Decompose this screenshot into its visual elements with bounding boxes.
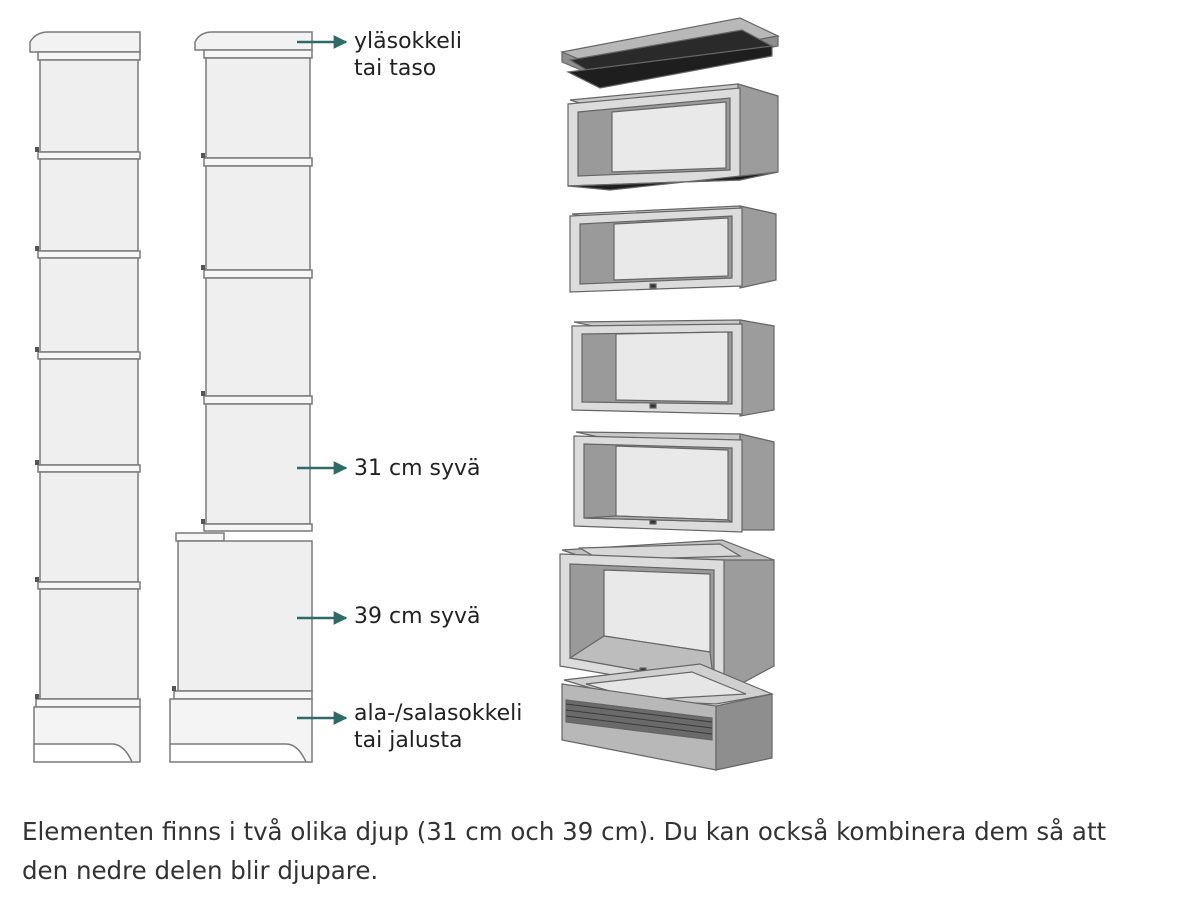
label-bottom-plinth-line2: tai jalusta <box>354 728 463 753</box>
module-box-31cm-1 <box>567 83 779 191</box>
module-box-31cm-2 <box>569 205 777 293</box>
caption-line-2: den nedre delen blir djupare. <box>22 856 379 885</box>
label-depth-31: 31 cm syvä <box>354 455 481 482</box>
top-plinth-3d <box>559 17 780 89</box>
elevation-31cm <box>29 31 141 763</box>
caption: Elementen finns i två olika djup (31 cm … <box>22 812 1192 890</box>
module-box-31cm-3 <box>571 319 775 417</box>
arrow-right-icon <box>297 35 348 725</box>
caption-line-1: Elementen finns i två olika djup (31 cm … <box>22 817 1107 846</box>
label-top-plinth-line2: tai taso <box>354 56 437 81</box>
label-depth-31-text: 31 cm syvä <box>354 456 481 481</box>
bottom-plinth-3d <box>561 663 775 771</box>
label-depth-39: 39 cm syvä <box>354 603 481 630</box>
label-bottom-plinth-line1: ala-/salasokkeli <box>354 701 523 726</box>
label-bottom-plinth: ala-/salasokkeli tai jalusta <box>354 700 522 754</box>
elevation-31cm-knobs <box>35 147 39 699</box>
elevation-combined-knobs <box>172 153 205 691</box>
label-depth-39-text: 39 cm syvä <box>354 604 481 629</box>
label-top-plinth: yläsokkeli tai taso <box>354 28 462 82</box>
diagram-svg <box>29 17 780 771</box>
module-box-31cm-4 <box>573 431 775 533</box>
elevation-combined <box>169 31 313 763</box>
bookcase-diagram: yläsokkeli tai taso 31 cm syvä 39 cm syv… <box>29 17 780 771</box>
label-top-plinth-line1: yläsokkeli <box>354 29 462 54</box>
